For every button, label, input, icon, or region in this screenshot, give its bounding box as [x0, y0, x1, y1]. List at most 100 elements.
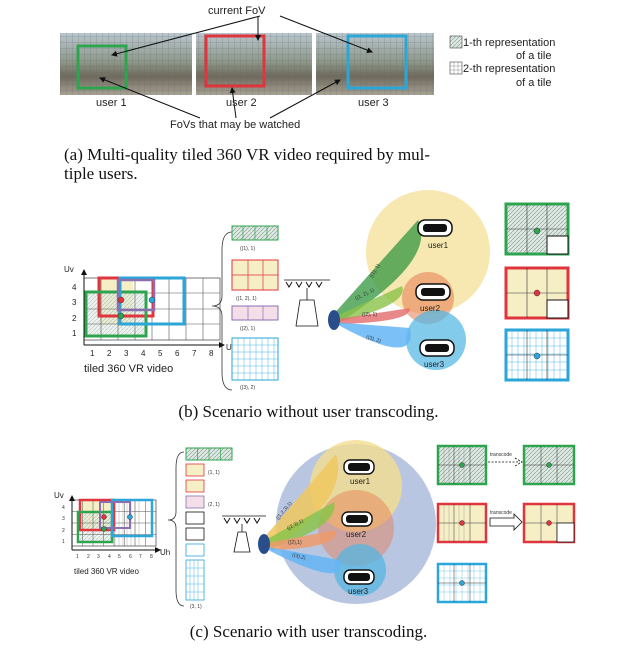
beam-label-c-4: ((3),2): [291, 552, 306, 561]
x-tick-c-7: 7: [139, 554, 142, 560]
user2-icon-b: user2: [415, 283, 451, 313]
beam-c-3: [262, 530, 337, 550]
scene-strip-1: [60, 33, 192, 95]
x-tick-c-2: 2: [87, 554, 90, 560]
y-tick-b-1: 1: [72, 329, 77, 338]
y-tick-c-4: 4: [62, 505, 65, 511]
axis-y-label-b: Uv: [64, 265, 74, 274]
x-tick-c-4: 4: [108, 554, 111, 560]
user3-label-b: user3: [424, 360, 445, 369]
tile-label-b-1: ((1), 1): [240, 246, 255, 252]
fovs-watched-label: FoVs that may be watched: [170, 119, 300, 131]
user2-icon-c: user2: [341, 511, 373, 539]
fov-thumb-user2-c-after: [522, 502, 576, 544]
fov-thumb-user1-b: [504, 202, 570, 256]
base-station-c: [222, 515, 266, 553]
brace-c: [167, 451, 185, 607]
y-tick-b-3: 3: [72, 298, 77, 307]
array-c: [258, 534, 270, 554]
fov-arrow-3: [279, 15, 373, 53]
beam-b-1: [332, 220, 422, 322]
x-tick-c-6: 6: [129, 554, 132, 560]
axis-x-label-c: Uh: [160, 548, 170, 557]
x-tick-c-1: 1: [76, 554, 79, 560]
caption-a-line2: tiple users.: [64, 164, 138, 183]
y-tick-b-2: 2: [72, 314, 77, 323]
fov-thumb-user3-c: [436, 562, 488, 604]
current-fov-label: current FoV: [208, 5, 266, 17]
video-label-b: tiled 360 VR video: [84, 363, 173, 375]
user3-icon-b: user3: [419, 339, 455, 369]
x-tick-c-3: 3: [97, 554, 100, 560]
transcode-label-1: transcode: [490, 452, 512, 458]
x-tick-b-2: 2: [107, 349, 112, 358]
x-tick-b-8: 8: [209, 349, 214, 358]
user1-label: user 1: [96, 97, 127, 109]
user2-label: user 2: [226, 97, 257, 109]
x-tick-b-6: 6: [175, 349, 180, 358]
tile-label-b-2: ((1, 2), 1): [236, 296, 257, 302]
may-watch-arrow-1: [99, 77, 201, 119]
fov-thumb-user2-b: [504, 266, 570, 320]
beam-label-b-4: ((3), 2): [365, 334, 381, 344]
tile-label-b-3: ((2), 1): [240, 326, 255, 332]
fov-arrow-1: [111, 15, 261, 57]
user1-icon-b: user1: [417, 219, 453, 250]
caption-b: (b) Scenario without user transcoding.: [178, 402, 439, 421]
caption-a-line1: (a) Multi-quality tiled 360 VR video req…: [64, 145, 431, 164]
legend-rep2-line2: of a tile: [516, 77, 551, 89]
fov-thumb-user3-b: [504, 328, 570, 382]
y-tick-b-4: 4: [72, 283, 77, 292]
transcode-label-2: transcode: [490, 510, 512, 516]
y-tick-c-2: 2: [62, 528, 65, 534]
caption-a: (a) Multi-quality tiled 360 VR video req…: [64, 145, 584, 183]
x-tick-b-1: 1: [90, 349, 95, 358]
y-tick-c-3: 3: [62, 516, 65, 522]
beam-b-3: [332, 308, 411, 324]
tile-label-b-4: ((3), 2): [240, 385, 255, 391]
caption-c: (c) Scenario with user transcoding.: [189, 622, 428, 641]
may-watch-arrow-3: [269, 79, 341, 119]
beam-c-4: [262, 546, 341, 574]
scene-strip-3: [316, 33, 434, 95]
tile-label-c-2: (2, 1): [208, 502, 220, 508]
legend-rep2-swatch: [449, 61, 463, 75]
legend-rep1-line1: 1-th representation: [463, 37, 555, 49]
panel-b: Uv Uh 4 3 2 1 1 2 3 4 5 6 7 8 tiled 360 …: [64, 190, 570, 391]
panel-c: Uv Uh 4 3 2 1 1 2 3 4 5 6 7 8 tiled 360 …: [54, 440, 576, 610]
x-tick-b-7: 7: [192, 349, 197, 358]
x-tick-b-5: 5: [158, 349, 163, 358]
x-tick-c-5: 5: [118, 554, 121, 560]
legend: 1-th representation of a tile 2-th repre…: [449, 35, 555, 89]
legend-rep2-line1: 2-th representation: [463, 63, 555, 75]
x-tick-c-8: 8: [150, 554, 153, 560]
user2-label-b: user2: [420, 304, 441, 313]
base-station-b: [284, 279, 330, 327]
user3-label-c: user3: [348, 587, 369, 596]
transcode-arrow-2: [489, 513, 523, 531]
user1-icon-c: user1: [343, 459, 375, 486]
tiled-video-grid-b: [83, 276, 221, 341]
x-tick-b-3: 3: [124, 349, 129, 358]
user3-icon-c: user3: [343, 569, 375, 596]
may-watch-arrow-2: [229, 87, 237, 119]
tile-label-c-1: (1, 1): [208, 470, 220, 476]
user2-label-c: user2: [346, 530, 367, 539]
tile-rep-stack-b: ((1), 1) ((1, 2), 1) ((2), 1) ((3), 2): [231, 225, 279, 391]
tile-label-c-3: (3, 1): [190, 604, 202, 610]
axis-y-label-c: Uv: [54, 491, 64, 500]
tiled-video-grid-c: [71, 498, 157, 547]
fov-thumb-user1-c-before: [436, 444, 488, 486]
scene-strip-2: [196, 33, 312, 95]
fov-thumb-user2-c-before: [436, 502, 488, 544]
transcode-arrow-1: [488, 457, 523, 467]
beam-b-2: [332, 286, 403, 322]
panel-a: current FoV FoVs that may be watched use…: [60, 5, 555, 131]
user1-label-b: user1: [428, 241, 449, 250]
legend-rep1-line2: of a tile: [516, 50, 551, 62]
brace-b: [211, 231, 233, 391]
array-b: [328, 310, 340, 330]
legend-rep1-swatch: [449, 35, 463, 49]
tile-rep-stack-c: (1, 1) (2, 1) (3, 1): [185, 447, 233, 610]
